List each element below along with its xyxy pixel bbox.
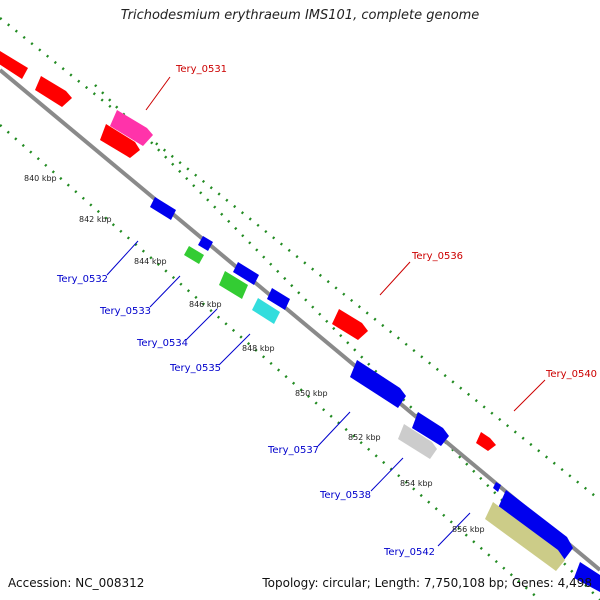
gene-green-tery-0534 <box>219 271 248 299</box>
label-tery-0535[interactable]: Tery_0535 <box>169 363 221 374</box>
kbp-tick-856: 856 kbp <box>452 525 485 534</box>
gene-cyan-tery-0535 <box>252 298 280 324</box>
label-tery-0540[interactable]: Tery_0540 <box>545 369 597 380</box>
gene-red-3 <box>100 124 140 158</box>
gene-red-1 <box>0 51 28 79</box>
label-tery-0532[interactable]: Tery_0532 <box>56 274 108 285</box>
leader-tery-0533 <box>149 275 181 308</box>
gene-features <box>0 51 600 592</box>
gene-blue-tery-0537 <box>350 360 406 408</box>
label-tery-0533[interactable]: Tery_0533 <box>99 306 151 317</box>
leader-tery-0531 <box>145 76 171 111</box>
label-tery-0536[interactable]: Tery_0536 <box>411 251 463 262</box>
accession-text: Accession: NC_008312 <box>8 576 145 590</box>
gene-red-tery-0540 <box>476 432 496 451</box>
label-tery-0531[interactable]: Tery_0531 <box>175 64 227 75</box>
leader-tery-0536 <box>379 261 411 296</box>
gene-blue-5 <box>412 412 449 446</box>
gene-blue-3 <box>233 262 259 285</box>
leader-tery-0532 <box>106 240 139 276</box>
label-tery-0537[interactable]: Tery_0537 <box>267 445 319 456</box>
gene-khaki-tery-0542 <box>485 502 565 571</box>
kbp-tick-840: 840 kbp <box>24 174 57 183</box>
kbp-tick-848: 848 kbp <box>242 344 275 353</box>
gene-labels: Tery_0531 Tery_0536 Tery_0540 Tery_0532 … <box>56 64 597 558</box>
gene-blue-6 <box>498 490 573 560</box>
kbp-tick-846: 846 kbp <box>189 300 222 309</box>
kbp-tick-852: 852 kbp <box>348 433 381 442</box>
label-tery-0538[interactable]: Tery_0538 <box>319 490 371 501</box>
leader-tery-0535 <box>218 333 251 366</box>
gene-green-tery-0532 <box>184 246 204 264</box>
gene-blue-2 <box>198 236 213 251</box>
label-leaders <box>106 76 546 547</box>
gene-red-2 <box>35 76 72 107</box>
frame-track-outer-1 <box>0 17 600 501</box>
gene-grey-tery-0538 <box>398 424 437 459</box>
leader-tery-0538 <box>370 457 404 492</box>
gene-red-tery-0536 <box>332 309 368 340</box>
gene-pink-tery-0531 <box>110 110 153 146</box>
gene-blue-4 <box>267 288 290 310</box>
kbp-ruler: 840 kbp 842 kbp 844 kbp 846 kbp 848 kbp … <box>24 174 485 534</box>
kbp-tick-854: 854 kbp <box>400 479 433 488</box>
gene-blue-1 <box>150 197 176 220</box>
leader-tery-0537 <box>317 411 351 447</box>
gene-blue-7 <box>574 562 600 592</box>
leader-tery-0534 <box>185 308 218 341</box>
kbp-tick-844: 844 kbp <box>134 257 167 266</box>
gene-blue-small <box>493 482 501 492</box>
leader-tery-0542 <box>437 512 471 547</box>
kbp-tick-842: 842 kbp <box>79 215 112 224</box>
genome-summary-text: Topology: circular; Length: 7,750,108 bp… <box>262 576 592 590</box>
label-tery-0542[interactable]: Tery_0542 <box>383 547 435 558</box>
map-title: Trichodesmium erythraeum IMS101, complet… <box>120 8 480 23</box>
label-tery-0534[interactable]: Tery_0534 <box>136 338 188 349</box>
leader-tery-0540 <box>513 379 546 412</box>
kbp-tick-850: 850 kbp <box>295 389 328 398</box>
